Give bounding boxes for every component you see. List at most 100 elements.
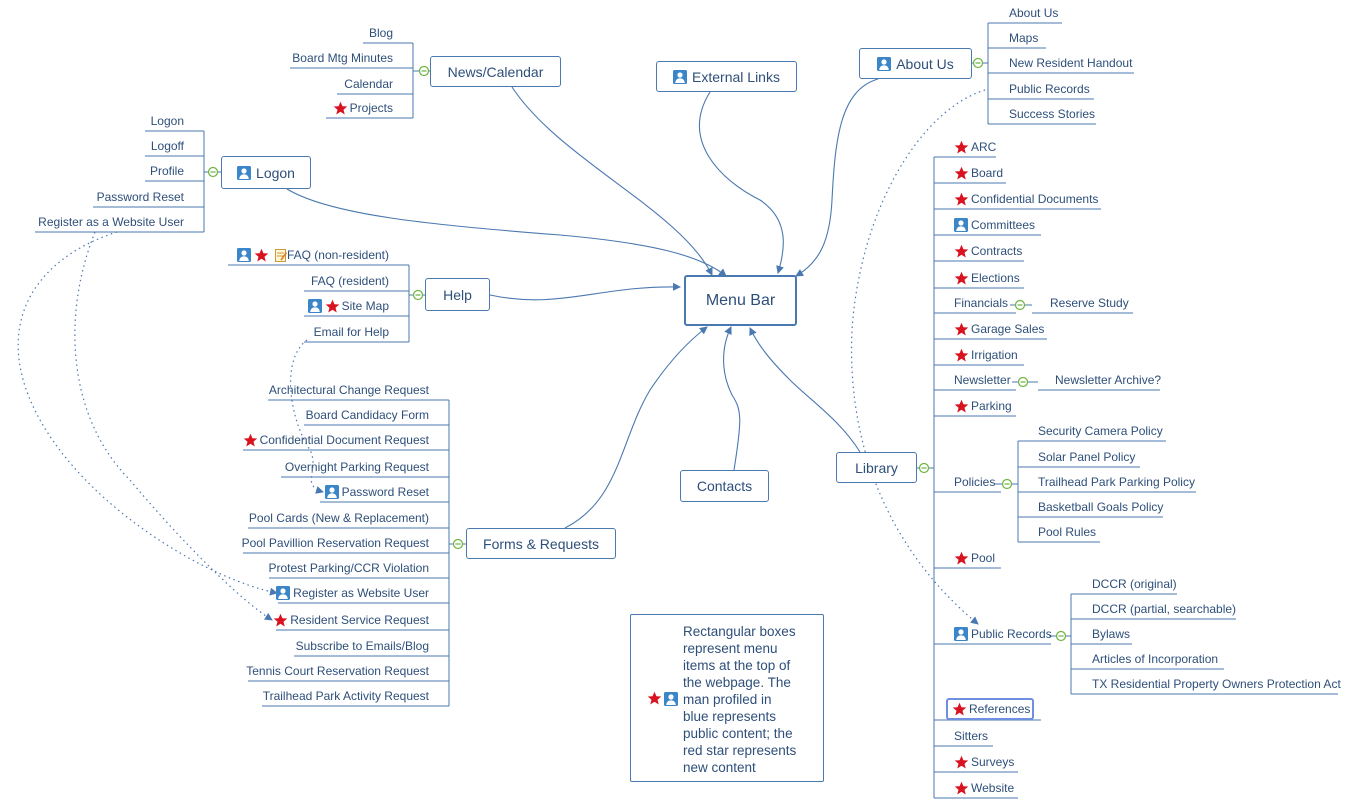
menu-item-sitters[interactable]: Sitters [954,728,988,744]
menu-item-label: Trailhead Park Activity Request [262,689,429,703]
person-icon [673,69,688,84]
menu-item-articles-of-incorporation[interactable]: Articles of Incorporation [1092,651,1218,667]
menu-item-resident-service-request[interactable]: Resident Service Request [273,612,429,628]
menu-item-architectural-change-request[interactable]: Architectural Change Request [269,382,429,398]
news-calendar-node[interactable]: News/Calendar [430,56,561,87]
person-icon [954,218,968,232]
menu-item-website[interactable]: Website [954,780,1014,796]
menu-item-garage-sales[interactable]: Garage Sales [954,321,1044,337]
menu-item-label: Financials [954,296,1009,310]
menu-item-label: Confidential Document Request [259,433,429,447]
menu-item-basketball-goals-policy[interactable]: Basketball Goals Policy [1038,499,1163,515]
menu-item-label: Board Candidacy Form [305,408,429,422]
menu-item-committees[interactable]: Committees [954,217,1035,233]
menu-item-arc[interactable]: ARC [954,139,996,155]
menu-item-tx-residential-property-owners-protection-act[interactable]: TX Residential Property Owners Protectio… [1092,676,1341,692]
menu-item-label: Email for Help [313,325,389,339]
menu-item-label: Confidential Documents [971,192,1099,206]
menu-item-success-stories[interactable]: Success Stories [1009,106,1095,122]
menu-item-label: Register as Website User [293,586,429,600]
menu-item-overnight-parking-request[interactable]: Overnight Parking Request [285,459,429,475]
menu-item-reserve-study[interactable]: Reserve Study [1050,295,1129,311]
topic-label: Contacts [696,478,753,494]
menu-item-faq-resident[interactable]: FAQ (resident) [311,273,389,289]
menu-item-parking[interactable]: Parking [954,398,1012,414]
menu-item-new-resident-handout[interactable]: New Resident Handout [1009,55,1132,71]
topic-label: About Us [896,55,954,72]
star-icon [954,322,969,337]
menu-item-password-reset[interactable]: Password Reset [97,189,184,205]
external-links-node[interactable]: External Links [656,61,797,92]
menu-item-calendar[interactable]: Calendar [344,76,393,92]
menu-item-pool-pavillion-reservation-request[interactable]: Pool Pavillion Reservation Request [242,535,429,551]
menu-item-newsletter[interactable]: Newsletter [954,372,1011,388]
menu-item-dccr-partial-searchable[interactable]: DCCR (partial, searchable) [1092,601,1236,617]
menu-item-site-map[interactable]: Site Map [307,298,389,314]
menu-item-public-records[interactable]: Public Records [1009,81,1090,97]
menu-item-label: Website [971,781,1015,795]
menu-item-maps[interactable]: Maps [1009,30,1038,46]
menu-item-financials[interactable]: Financials [954,295,1008,311]
menu-item-label: Elections [971,271,1020,285]
menu-item-trailhead-park-activity-request[interactable]: Trailhead Park Activity Request [263,688,429,704]
menu-item-label: New Resident Handout [1009,56,1133,70]
menu-item-about-us[interactable]: About Us [1009,5,1058,21]
menu-item-label: Irrigation [971,348,1018,362]
menu-item-projects[interactable]: Projects [333,100,393,116]
menu-item-protest-parking-ccr-violation[interactable]: Protest Parking/CCR Violation [268,560,429,576]
menu-item-policies[interactable]: Policies [954,474,995,490]
menu-item-surveys[interactable]: Surveys [954,754,1014,770]
menu-item-contracts[interactable]: Contracts [954,243,1022,259]
menu-item-elections[interactable]: Elections [954,270,1020,286]
menu-item-board-candidacy-form[interactable]: Board Candidacy Form [306,407,429,423]
menu-item-label: Committees [971,218,1036,232]
star-icon [954,755,969,770]
menu-item-irrigation[interactable]: Irrigation [954,347,1018,363]
menu-item-label: DCCR (original) [1092,577,1177,591]
help-node[interactable]: Help [425,278,490,311]
menu-item-tennis-court-reservation-request[interactable]: Tennis Court Reservation Request [246,663,429,679]
menu-item-pool[interactable]: Pool [954,550,995,566]
menu-item-password-reset[interactable]: Password Reset [324,484,429,500]
logon-node[interactable]: Logon [221,156,311,189]
menu-item-board-mtg-minutes[interactable]: Board Mtg Minutes [292,50,393,66]
menu-item-confidential-document-request[interactable]: Confidential Document Request [243,432,429,448]
menu-item-label: Security Camera Policy [1038,424,1163,438]
menu-item-register-as-a-website-user[interactable]: Register as a Website User [38,214,184,230]
about-us-node[interactable]: About Us [859,48,972,79]
menu-item-email-for-help[interactable]: Email for Help [314,324,389,340]
menu-item-trailhead-park-parking-policy[interactable]: Trailhead Park Parking Policy [1038,474,1195,490]
menu-item-label: Newsletter [954,373,1011,387]
menu-item-pool-cards-new-replacement[interactable]: Pool Cards (New & Replacement) [249,510,429,526]
menu-item-faq-non-resident[interactable]: FAQ (non-resident) [236,247,389,263]
menu-item-confidential-documents[interactable]: Confidential Documents [954,191,1098,207]
menu-item-newsletter-archive[interactable]: Newsletter Archive? [1055,372,1161,388]
person-icon [954,627,968,641]
menu-item-logoff[interactable]: Logoff [151,138,184,154]
star-icon [954,551,969,566]
person-icon [664,691,678,706]
menu-item-solar-panel-policy[interactable]: Solar Panel Policy [1038,449,1135,465]
menu-item-references[interactable]: References [946,698,1034,720]
star-icon [954,140,969,155]
menu-item-label: Blog [368,26,393,40]
menu-item-board[interactable]: Board [954,165,1003,181]
menu-item-bylaws[interactable]: Bylaws [1092,626,1130,642]
menu-item-label: Success Stories [1009,107,1096,121]
forms-requests-node[interactable]: Forms & Requests [466,528,616,559]
menu-item-label: Calendar [344,77,393,91]
menu-item-subscribe-to-emails-blog[interactable]: Subscribe to Emails/Blog [296,638,429,654]
menu-item-register-as-website-user[interactable]: Register as Website User [276,585,429,601]
contacts-node[interactable]: Contacts [680,470,769,502]
menu-item-pool-rules[interactable]: Pool Rules [1038,524,1096,540]
menu-item-logon[interactable]: Logon [151,113,184,129]
menu-item-security-camera-policy[interactable]: Security Camera Policy [1038,423,1163,439]
library-node[interactable]: Library [836,452,917,483]
menu-item-label: Site Map [341,299,389,313]
menu-item-label: Protest Parking/CCR Violation [268,561,429,575]
menu-bar-node[interactable]: Menu Bar [684,275,797,326]
menu-item-blog[interactable]: Blog [369,25,393,41]
menu-item-dccr-original[interactable]: DCCR (original) [1092,576,1177,592]
menu-item-public-records[interactable]: Public Records [954,626,1052,642]
menu-item-profile[interactable]: Profile [150,163,184,179]
